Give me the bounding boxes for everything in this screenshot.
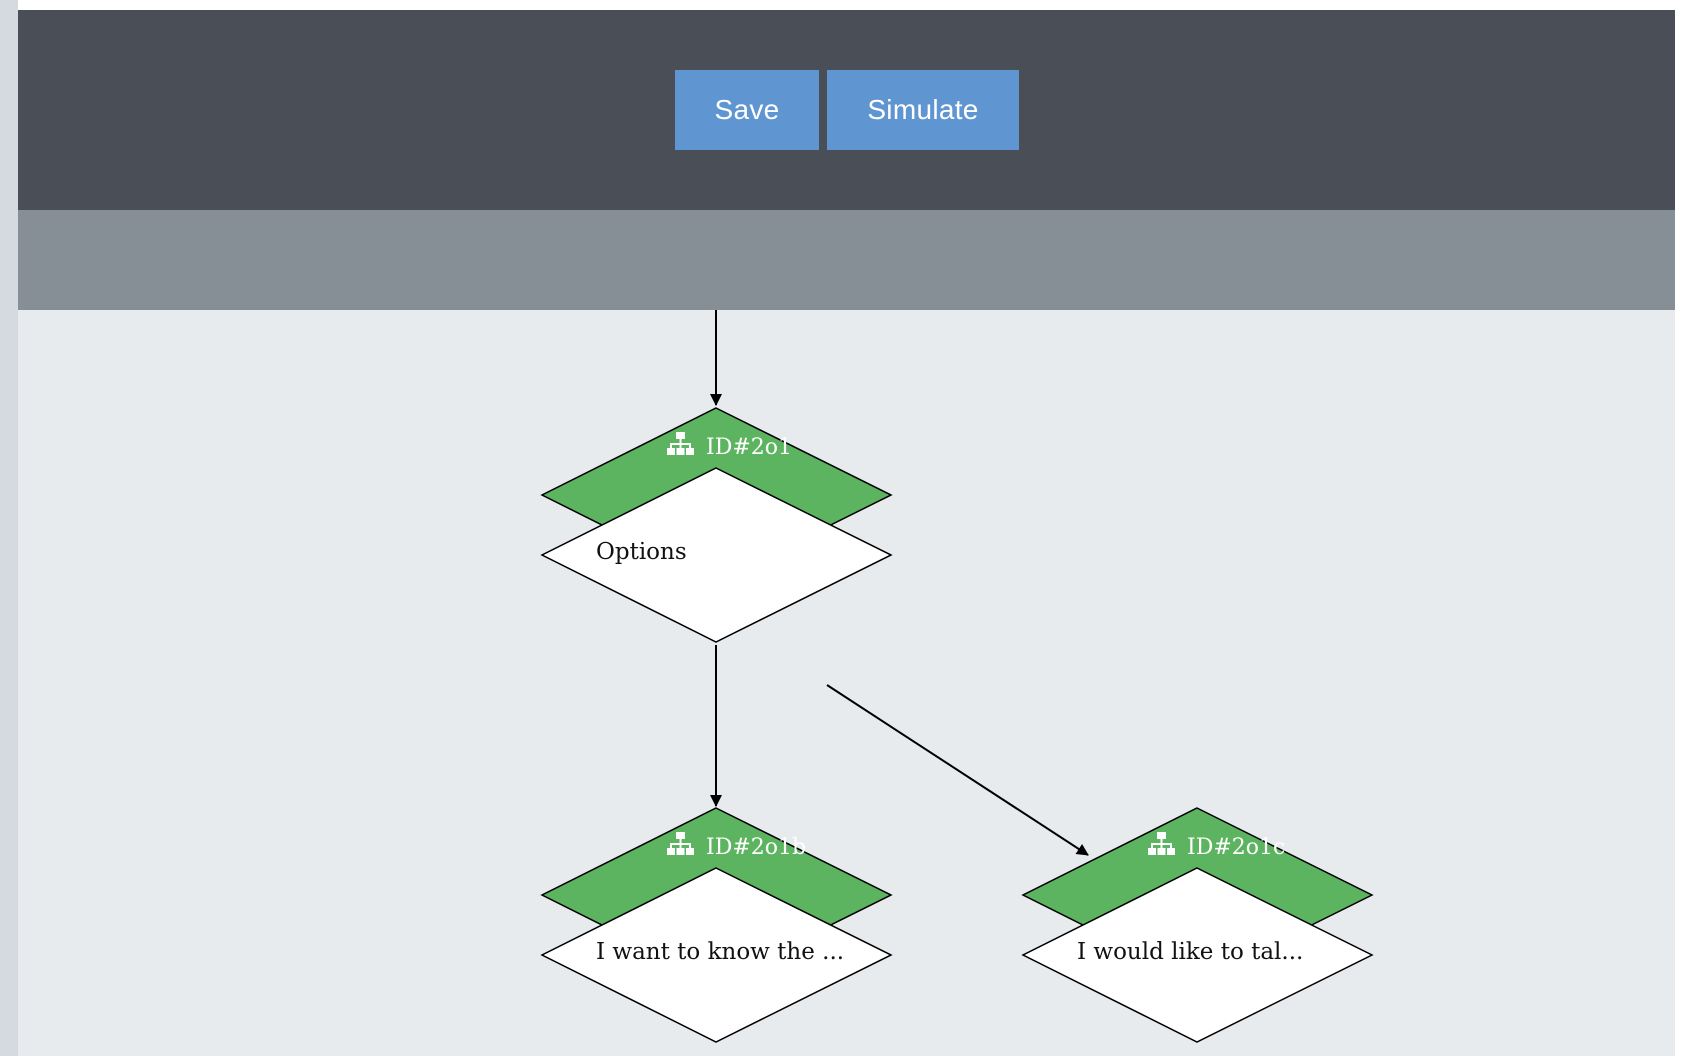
top-gap (18, 0, 1675, 10)
node-body-diamond (1021, 867, 1374, 1043)
node-text: I want to know the ... (596, 939, 844, 965)
node-text: Options (596, 539, 687, 565)
node-id-label: ID#2o1b (706, 835, 806, 860)
toolbar: Save Simulate (18, 10, 1675, 210)
sub-toolbar (18, 210, 1675, 310)
node-body-diamond (540, 467, 893, 643)
node-id-label: ID#2o1 (706, 435, 792, 460)
right-edge-strip (1675, 0, 1696, 1056)
flow-node[interactable]: ID#2o1 Options (540, 407, 893, 643)
node-id-label: ID#2o1c (1187, 835, 1285, 860)
connector-options-to-talk (826, 684, 1089, 856)
node-text: I would like to tal... (1077, 939, 1303, 965)
flow-canvas[interactable] (18, 310, 1675, 1056)
simulate-button[interactable]: Simulate (827, 70, 1019, 150)
node-body-diamond (540, 867, 893, 1043)
flow-node[interactable]: ID#2o1b I want to know the ... (540, 807, 893, 1043)
flow-node[interactable]: ID#2o1c I would like to tal... (1021, 807, 1374, 1043)
left-edge-strip (0, 0, 18, 1056)
save-button[interactable]: Save (675, 70, 819, 150)
